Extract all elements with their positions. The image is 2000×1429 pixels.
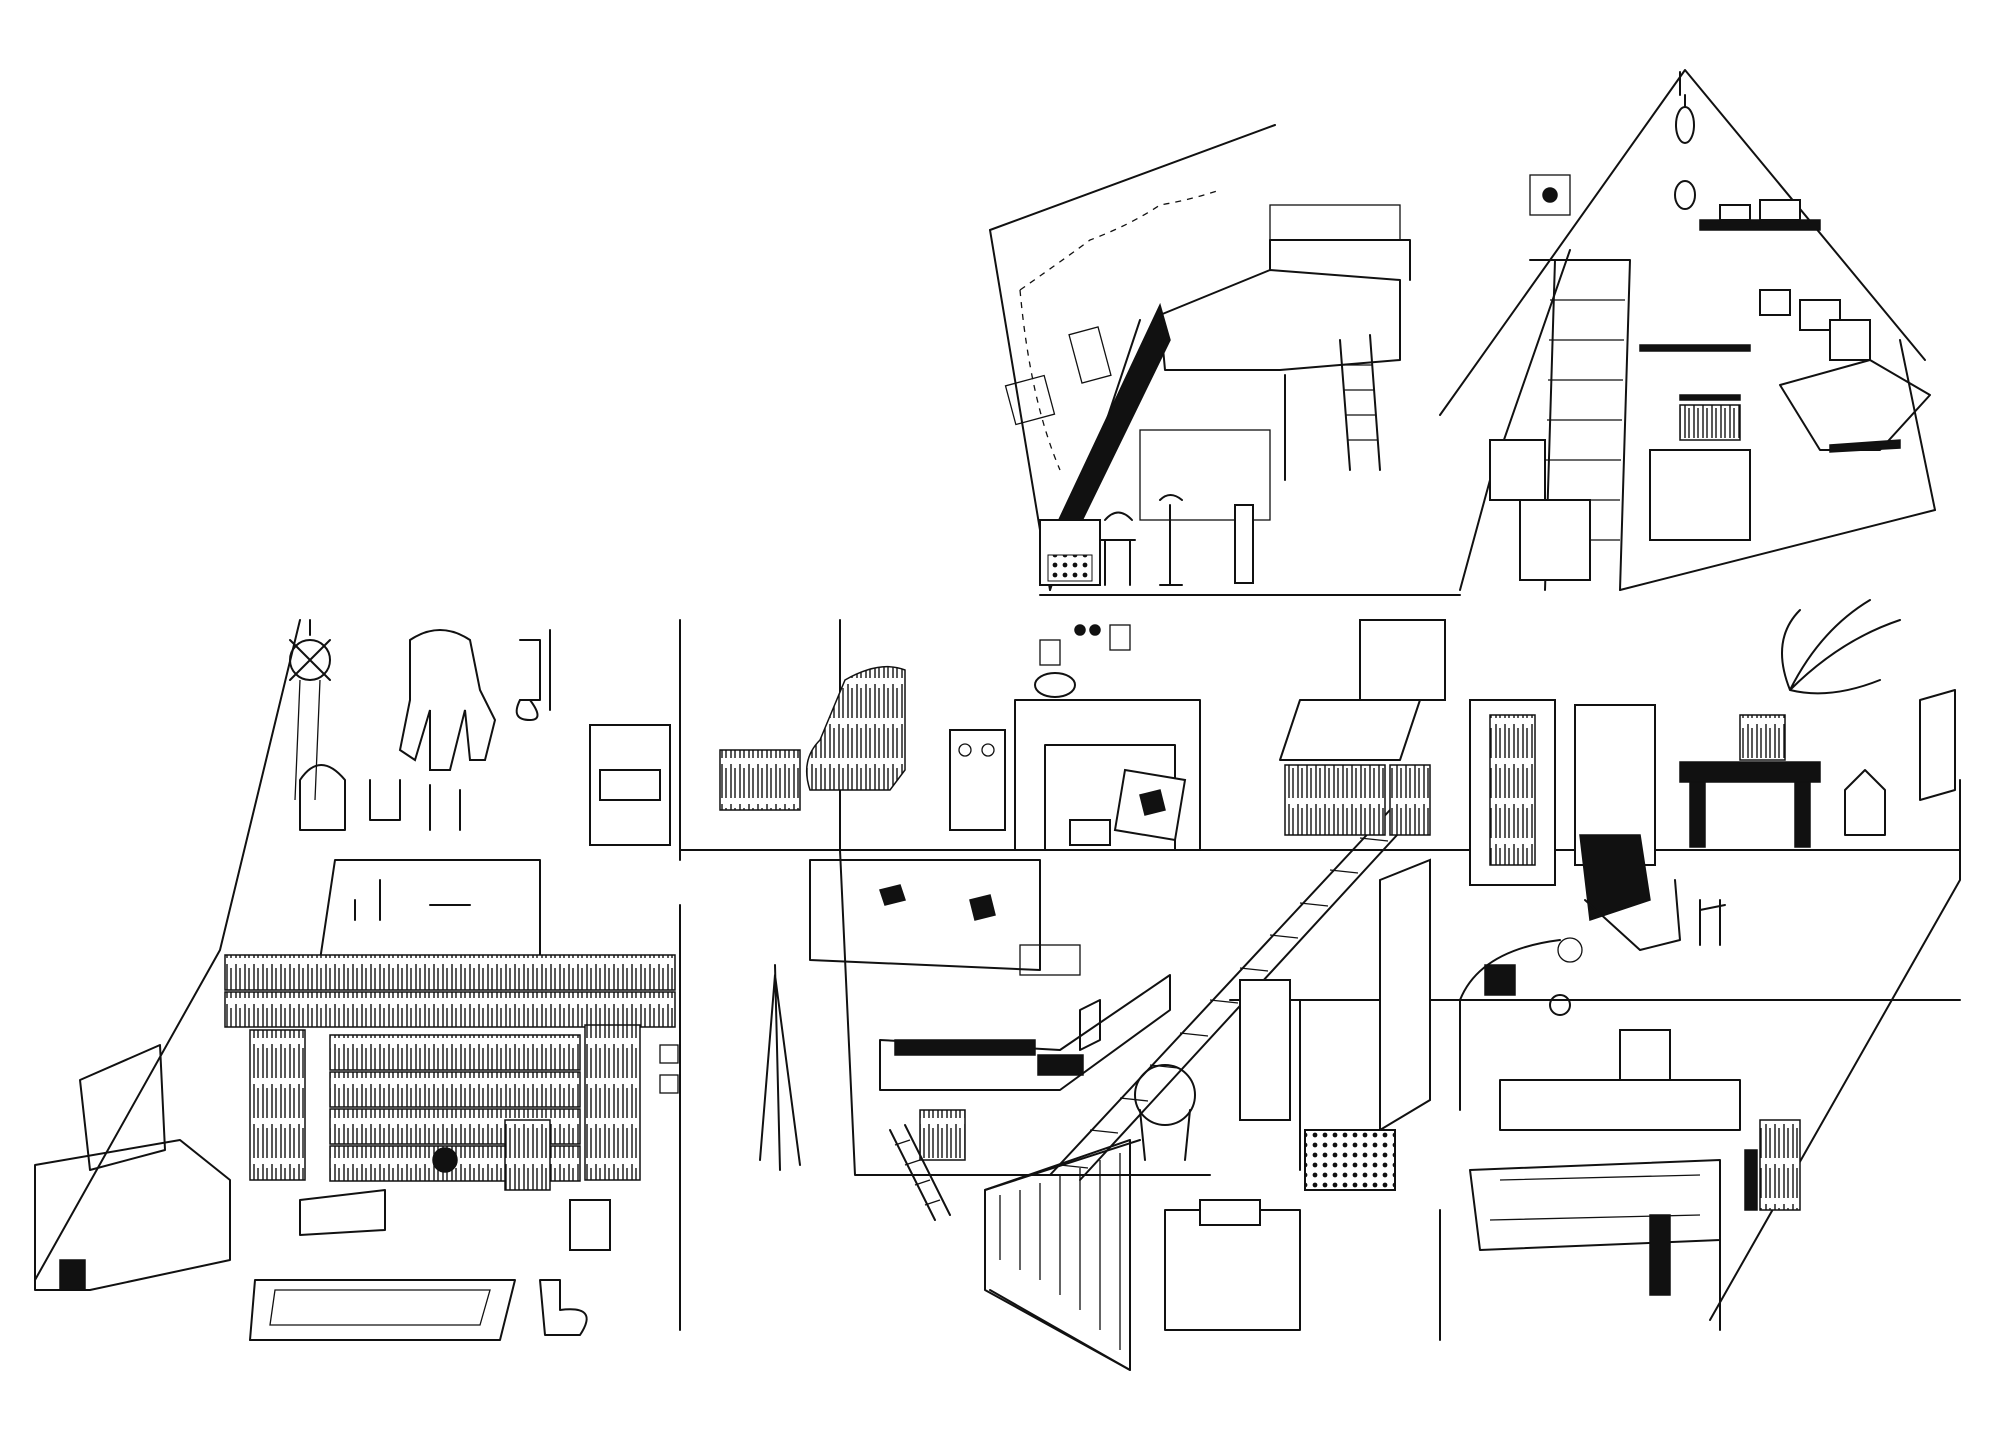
bedroom-room	[1134, 599, 1956, 1341]
staircase	[984, 809, 1421, 1371]
library-room	[34, 619, 679, 1341]
attic-floor	[989, 69, 1936, 596]
kitchen-room	[719, 624, 1201, 1221]
main-floor	[34, 619, 1961, 1341]
